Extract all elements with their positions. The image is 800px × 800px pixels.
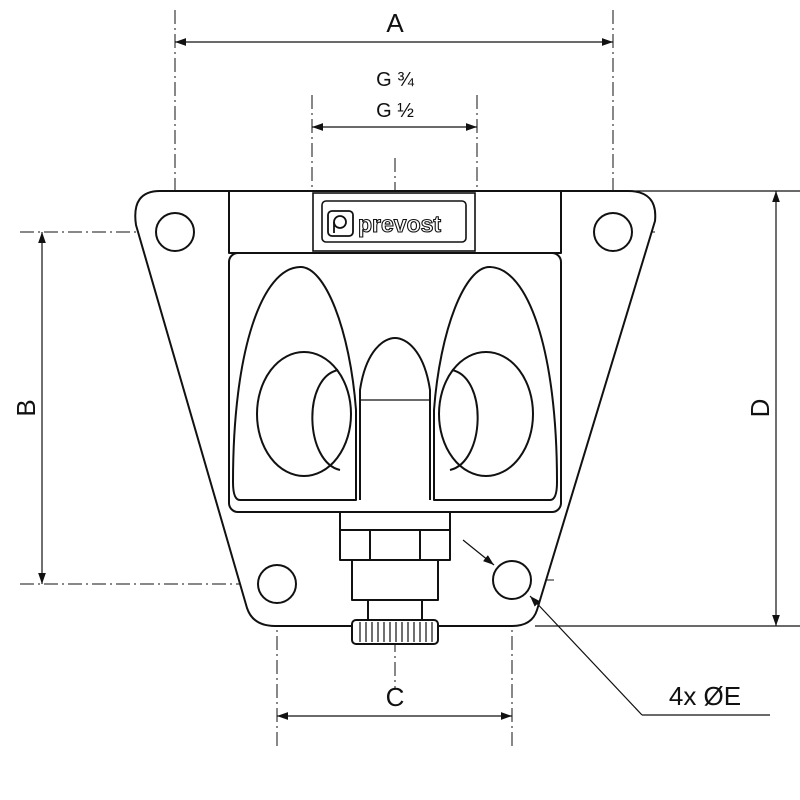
thread-size-label-2: G ½ [376,100,414,122]
fitting [339,511,451,645]
svg-text:prevost: prevost [358,211,441,237]
dimension-b-label: B [11,399,41,416]
center-nozzle [359,337,431,500]
main-body [228,252,562,513]
thread-size-label-1: G ¾ [376,69,414,91]
right-socket [433,265,558,501]
hole-diameter-label: 4x ØE [669,681,741,711]
dimension-d-label: D [745,399,775,418]
left-socket [232,265,357,501]
mounting-holes [155,212,633,604]
brand-logo: prevost [312,192,476,252]
dimension-a-label: A [386,8,404,38]
hole-leader [462,539,770,716]
dimension-c-label: C [386,682,405,712]
